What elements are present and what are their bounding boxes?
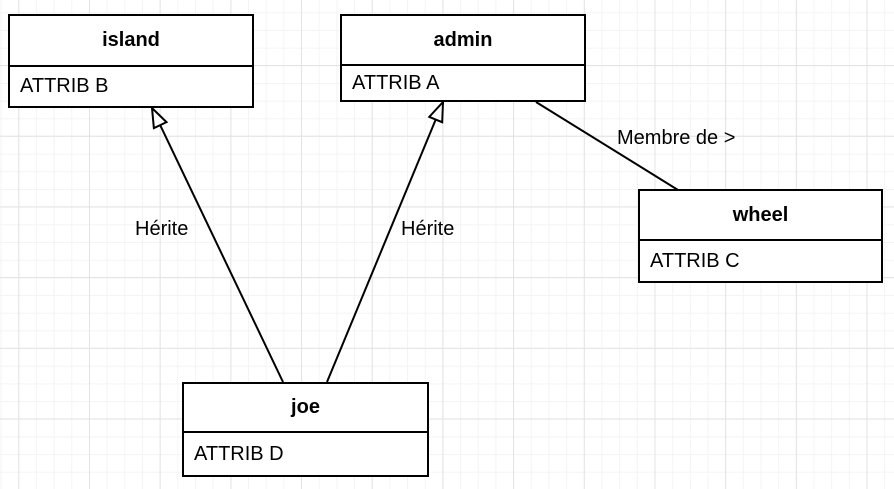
edge-label-herite-admin[interactable]: Hérite — [401, 218, 455, 240]
class-wheel-attribute: ATTRIB C — [640, 239, 881, 281]
class-joe-attribute: ATTRIB D — [184, 431, 427, 475]
class-joe[interactable]: joe ATTRIB D — [182, 382, 429, 477]
edge-joe-admin[interactable] — [326, 99, 445, 383]
edge-label-herite-island[interactable]: Hérite — [135, 218, 189, 240]
edge-admin-wheel[interactable] — [535, 101, 679, 191]
class-joe-title: joe — [291, 396, 320, 418]
class-island[interactable]: island ATTRIB B — [8, 14, 254, 108]
edge-label-membre-de[interactable]: Membre de > — [617, 127, 736, 149]
class-island-title: island — [102, 29, 160, 51]
class-admin-title: admin — [433, 28, 493, 51]
class-admin[interactable]: admin ATTRIB A — [340, 14, 586, 102]
class-admin-attribute: ATTRIB A — [342, 64, 584, 100]
class-island-attribute: ATTRIB B — [10, 65, 252, 106]
class-wheel-title: wheel — [732, 203, 789, 226]
edge-joe-island[interactable] — [150, 105, 284, 383]
class-wheel[interactable]: wheel ATTRIB C — [638, 189, 883, 283]
